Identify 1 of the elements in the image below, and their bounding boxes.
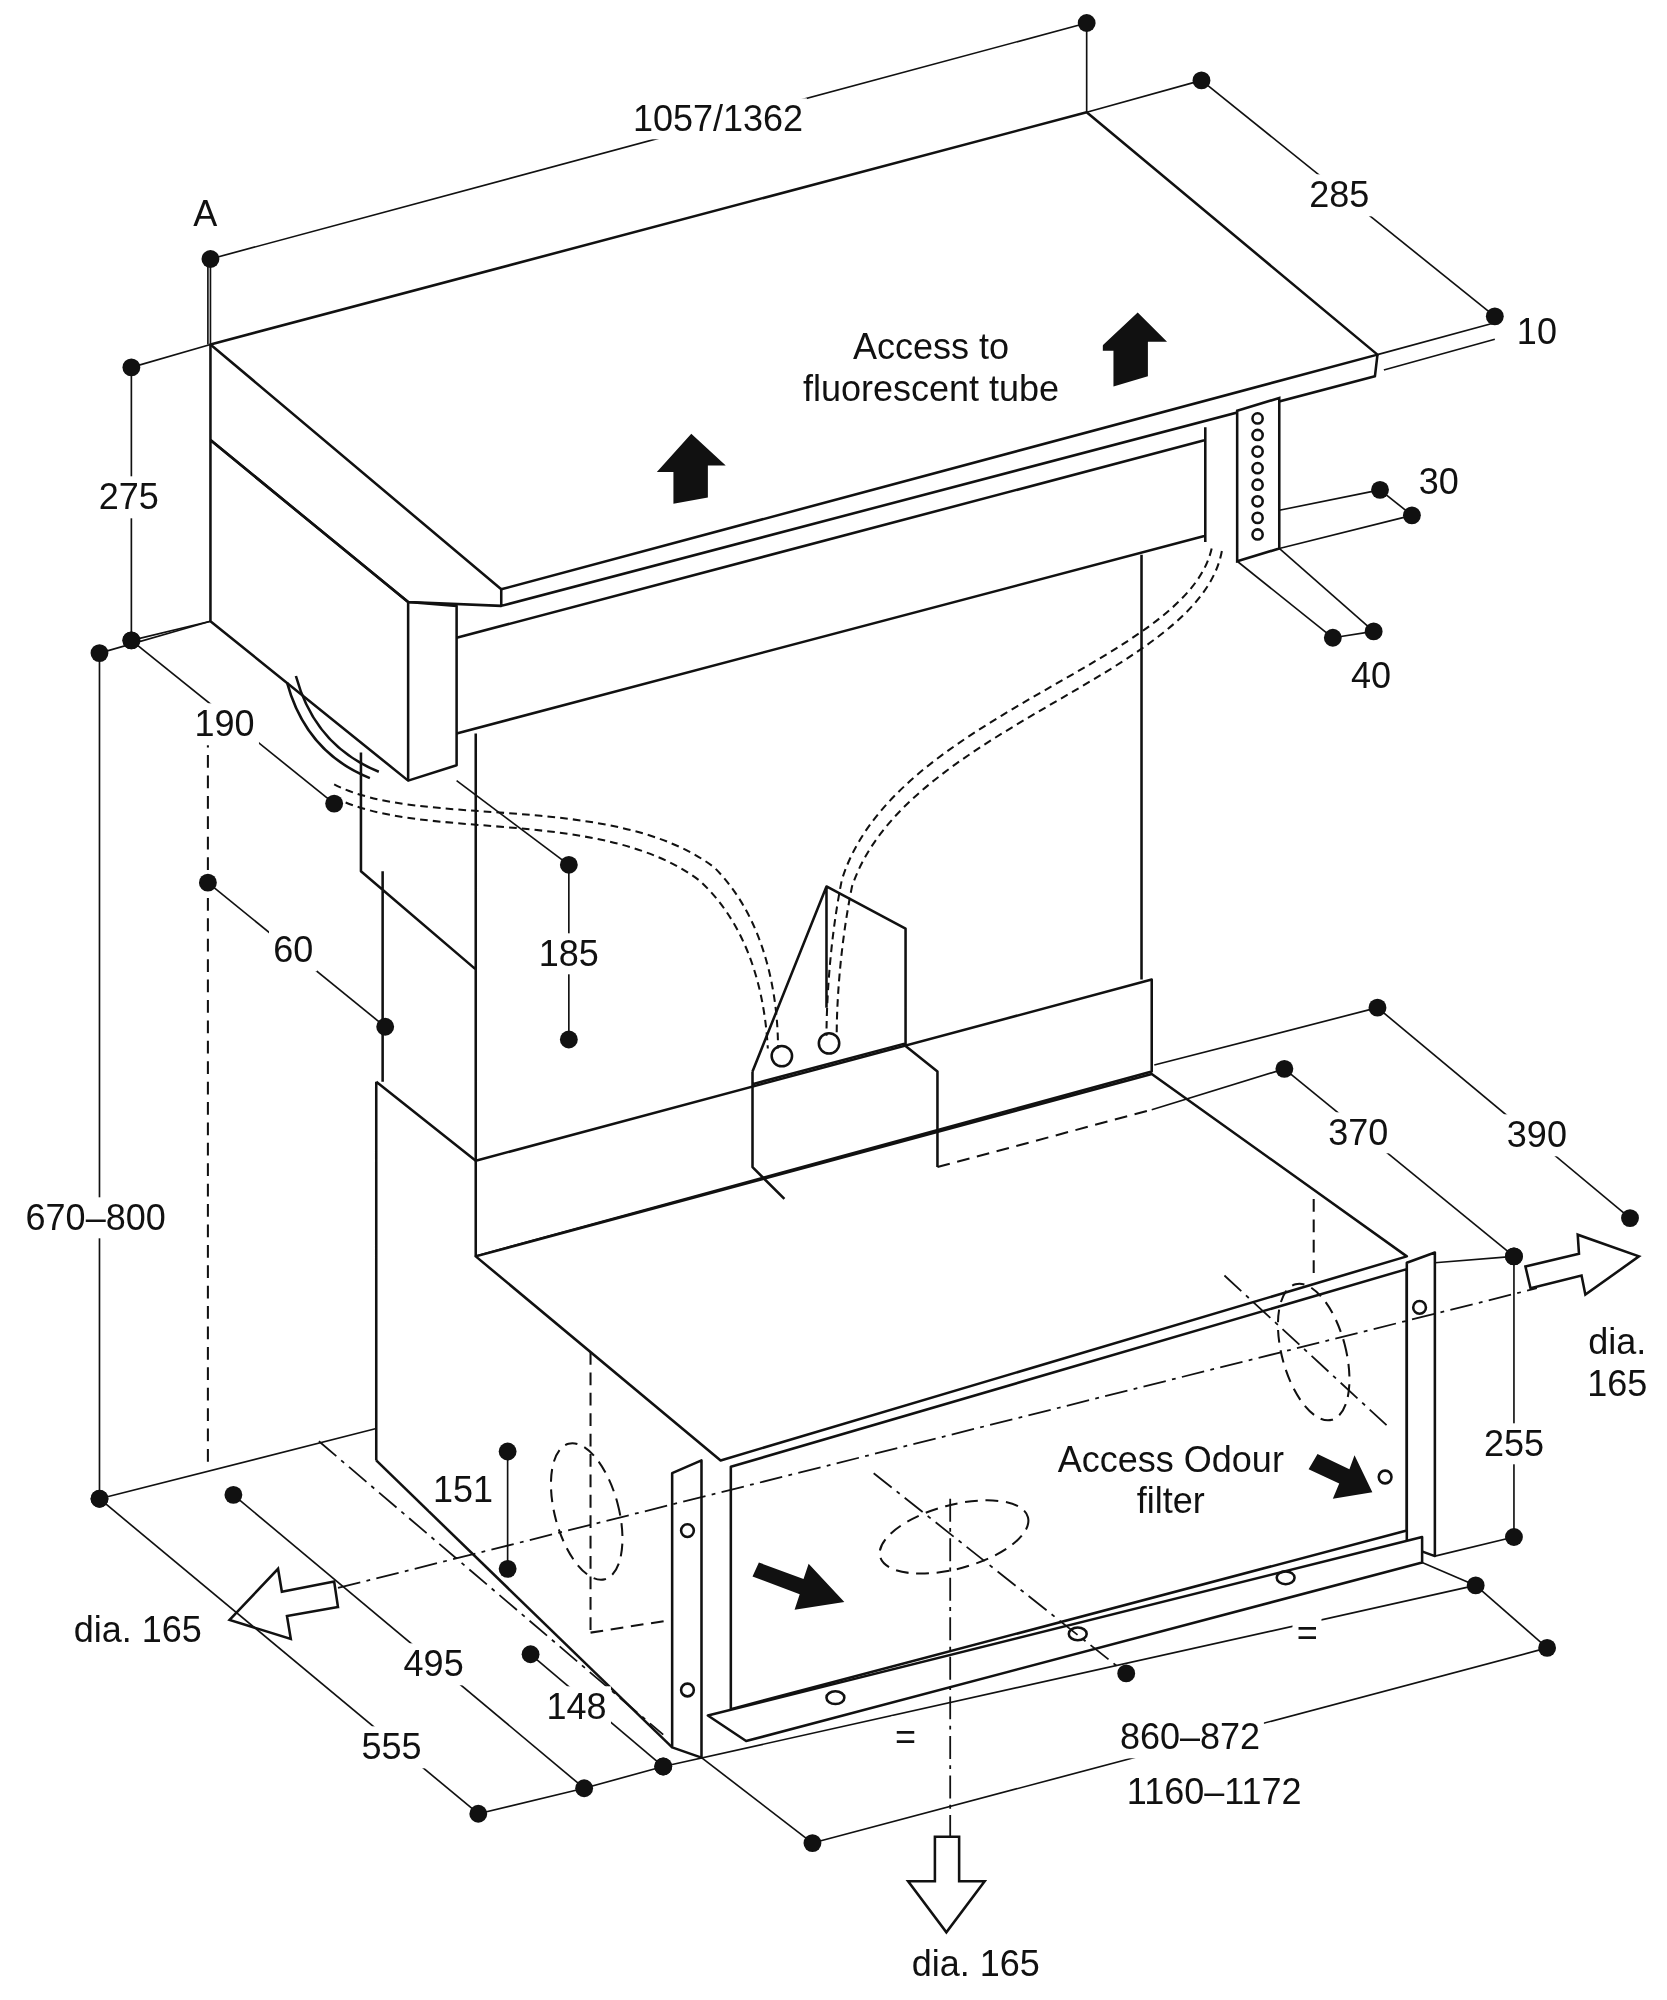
dimension-label: 60 bbox=[269, 929, 318, 971]
